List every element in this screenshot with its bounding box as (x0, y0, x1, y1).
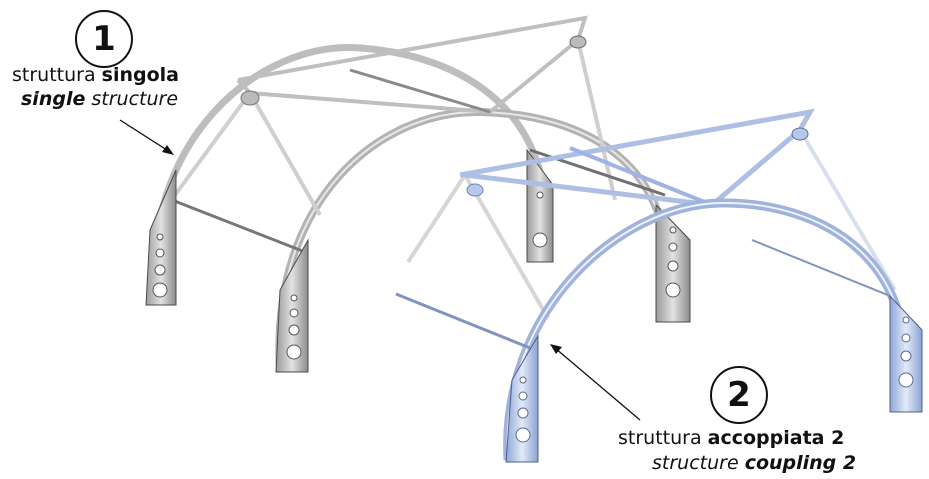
single-structure (145, 15, 691, 373)
callout-2-label-en: structure coupling 2 (652, 451, 856, 475)
coupled-structure (395, 108, 923, 463)
callout-2-badge: 2 (710, 366, 768, 424)
single-roof-frame (236, 15, 588, 115)
callout-1-it-plain: struttura (12, 64, 102, 86)
pointer-arrow-1 (119, 119, 174, 155)
callout-1-label-it: struttura singola (12, 63, 179, 87)
single-joint (569, 35, 587, 49)
coupled-ground-tie (751, 239, 891, 297)
callout-1-en-bolditalic: single (21, 88, 86, 110)
coupled-leg-right (889, 294, 923, 413)
coupled-ground-tie (395, 292, 531, 350)
callout-2-en-italic: structure (652, 452, 745, 474)
coupled-front-arch (503, 198, 910, 461)
callout-2-label-it: struttura accoppiata 2 (618, 426, 844, 450)
single-joint (240, 90, 260, 106)
callout-1-badge: 1 (75, 10, 133, 68)
callout-1-en-italic: structure (85, 88, 179, 110)
coupled-joint (791, 127, 809, 141)
single-leg-right-front (655, 203, 691, 323)
pointer-arrow-2 (550, 344, 641, 421)
callout-2-it-bold: accoppiata 2 (707, 427, 845, 449)
coupled-roof-frame (459, 108, 815, 208)
single-ground-tie (171, 198, 306, 254)
single-leg-left-back (145, 169, 177, 306)
coupled-leg-left (505, 334, 539, 463)
single-leg-right-back (526, 148, 554, 263)
callout-2-it-plain: struttura (618, 427, 708, 449)
coupled-joint (466, 183, 484, 197)
callout-2-en-bolditalic: coupling 2 (744, 452, 857, 474)
callout-1-it-bold: singola (101, 64, 179, 86)
single-leg-left-front (275, 238, 309, 373)
callout-1-label-en: single structure (21, 87, 178, 111)
